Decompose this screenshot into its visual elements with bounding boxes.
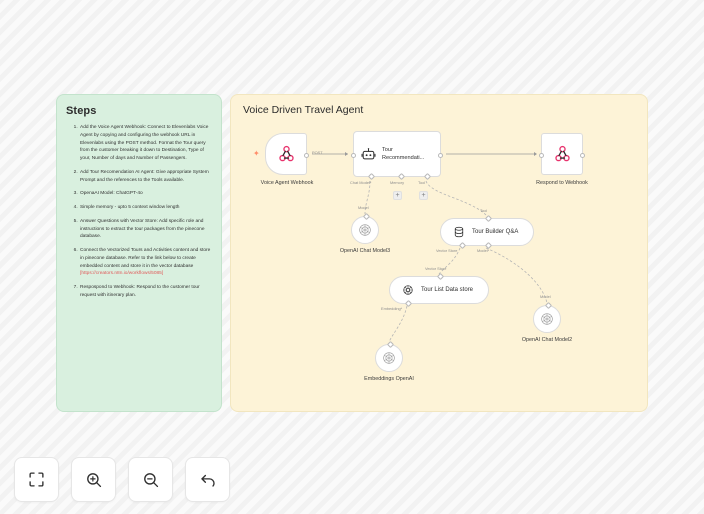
robot-icon	[361, 147, 376, 159]
list-item: Respospond to Webhook: Respond to the cu…	[79, 284, 212, 300]
webhook-output-port[interactable]	[304, 152, 309, 158]
agent-tool-port[interactable]	[423, 172, 431, 181]
tour-list-embedding-port[interactable]	[404, 299, 412, 308]
step-text: Simple memory - upto 5 context window le…	[80, 205, 180, 211]
agent-title-line-2: Recommendati...	[382, 155, 425, 161]
node-respond-to-webhook[interactable]	[539, 133, 585, 175]
port-label-tool-builder: Tool	[480, 208, 488, 213]
step-text: Add Tour Recomendation AI Agent: Give ap…	[80, 169, 209, 183]
openai-icon	[383, 352, 395, 364]
list-item: Simple memory - upto 5 context window le…	[79, 204, 212, 212]
steps-list: Add the Voice Agent Webhook: Connect to …	[66, 124, 212, 300]
list-item: Answer Questions with Vector Store: Add …	[79, 218, 212, 241]
step-text: Connect the Vectorized Tours and Activit…	[80, 248, 211, 269]
node-voice-agent-webhook[interactable]	[265, 133, 309, 175]
workflow-canvas-sticky-note[interactable]: Voice Driven Travel Agent ✦	[230, 94, 648, 412]
respond-input-port[interactable]	[539, 152, 544, 158]
node-label-openai-chat-model3: OpenAI Chat Model3	[339, 248, 391, 254]
step-text: Respospond to Webhook: Respond to the cu…	[80, 285, 200, 299]
node-label-openai-chat-model2: OpenAI Chat Model2	[521, 337, 573, 343]
edge-arrow-agent	[345, 151, 348, 156]
node-tour-recommendation-agent[interactable]: Tour Recommendati...	[351, 131, 443, 181]
list-item: Add the Voice Agent Webhook: Connect to …	[79, 124, 212, 163]
port-label-vector-store-builder: Vector Store	[436, 248, 458, 253]
database-icon	[454, 226, 464, 238]
workflow-canvas[interactable]: ✦ Voice Agent Webhook POST	[231, 95, 647, 411]
step-text: OpenaAI Model: ChatGPT-4o	[80, 191, 143, 197]
chat-model2-top-port[interactable]	[544, 301, 552, 310]
step-text: Answer Questions with Vector Store: Add …	[80, 218, 205, 240]
add-tool-button[interactable]: +	[419, 191, 428, 200]
zoom-out-button[interactable]	[128, 457, 173, 502]
fit-screen-icon	[29, 472, 44, 487]
pinecone-icon	[403, 285, 413, 295]
respond-output-port[interactable]	[580, 152, 585, 158]
canvas-toolbar	[14, 457, 230, 502]
undo-icon	[200, 474, 215, 487]
node-title-tour-recommendation: Tour Recommendati...	[382, 146, 424, 162]
node-openai-chat-model2[interactable]	[533, 301, 561, 333]
n8n-webhook-icon	[554, 145, 570, 161]
canvas-note-title: Voice Driven Travel Agent	[243, 104, 364, 116]
agent-input-port[interactable]	[351, 152, 356, 158]
agent-memory-port[interactable]	[397, 172, 405, 181]
zoom-in-button[interactable]	[71, 457, 116, 502]
list-item: OpenaAI Model: ChatGPT-4o	[79, 190, 212, 198]
step-text: Add the Voice Agent Webhook: Connect to …	[80, 125, 209, 162]
node-tour-builder-qa[interactable]: Tour Builder Q&A	[440, 214, 534, 250]
fit-to-view-button[interactable]	[14, 457, 59, 502]
port-label-model-builder: Model*	[477, 248, 490, 253]
agent-title-line-1: Tour	[382, 146, 393, 153]
port-label-tool: Tool	[418, 180, 426, 185]
reset-zoom-button[interactable]	[185, 457, 230, 502]
node-title-tour-builder-qa: Tour Builder Q&A	[472, 229, 519, 235]
node-tour-list-data-store[interactable]: Tour List Data store	[389, 272, 489, 308]
port-label-embedding: Embedding*	[381, 306, 403, 311]
edge-arrow-respond	[534, 151, 537, 156]
list-item: Connect the Vectorized Tours and Activit…	[79, 247, 212, 278]
port-label-model-chat2: Model	[540, 294, 551, 299]
tour-builder-vector-store-port[interactable]	[458, 241, 466, 250]
zoom-in-icon	[86, 472, 101, 487]
list-item: Add Tour Recomendation AI Agent: Give ap…	[79, 169, 212, 185]
embeddings-top-port[interactable]	[386, 340, 394, 349]
node-label-embeddings-openai: Embeddings OpenAI	[364, 376, 414, 382]
chat-model3-top-port[interactable]	[362, 212, 370, 221]
trigger-star-icon: ✦	[253, 149, 260, 158]
tour-builder-tool-port[interactable]	[484, 214, 492, 223]
workflow-link[interactable]: [https://creators.n8n.io/workflows/5085]	[80, 271, 164, 277]
node-embeddings-openai[interactable]	[375, 340, 403, 372]
agent-chat-model-port[interactable]	[367, 172, 375, 181]
node-label-respond-to-webhook: Respond to Webhook	[536, 180, 588, 186]
steps-sticky-note[interactable]: Steps Add the Voice Agent Webhook: Conne…	[56, 94, 222, 412]
port-label-memory: Memory	[390, 180, 405, 185]
port-label-post: POST	[312, 150, 323, 155]
openai-icon	[359, 224, 371, 236]
node-label-voice-agent-webhook: Voice Agent Webhook	[260, 180, 314, 186]
port-label-vector-store-list: Vector Store	[425, 266, 447, 271]
tour-list-vector-store-port[interactable]	[436, 272, 444, 281]
add-memory-button[interactable]: +	[393, 191, 402, 200]
node-openai-chat-model3[interactable]	[351, 212, 379, 244]
n8n-webhook-icon	[278, 145, 294, 161]
port-label-chat-model: Chat Model*	[350, 180, 372, 185]
openai-icon	[541, 313, 553, 325]
agent-output-port[interactable]	[438, 152, 443, 158]
steps-note-title: Steps	[66, 105, 97, 117]
zoom-out-icon	[143, 472, 158, 487]
port-label-model-chat3: Model	[358, 205, 369, 210]
node-title-tour-list-data-store: Tour List Data store	[421, 287, 474, 293]
